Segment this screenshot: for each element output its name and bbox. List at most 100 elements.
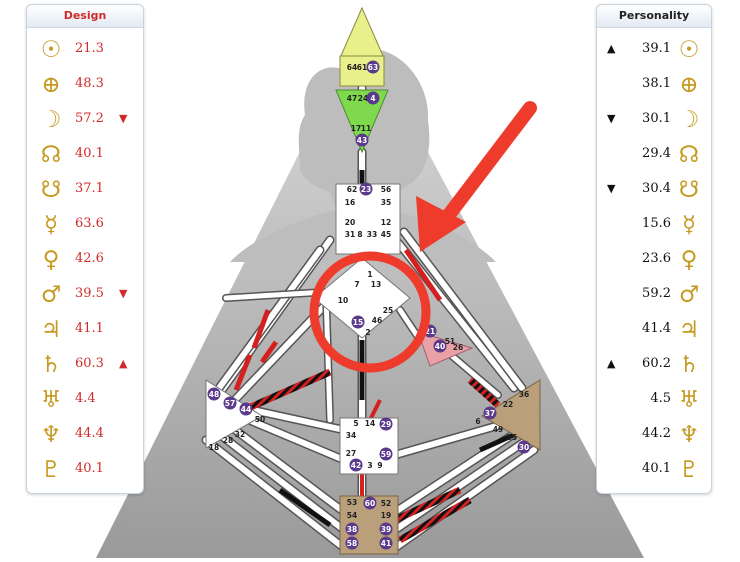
- gate-label: 27: [346, 449, 356, 458]
- design-row: ⊕48.3: [27, 68, 143, 103]
- design-row: ♇40.1: [27, 453, 143, 488]
- g-center: [313, 257, 411, 339]
- gate-label: 37: [485, 409, 495, 418]
- uranus-icon: ♅: [40, 387, 62, 413]
- gate-label: 61: [357, 63, 367, 72]
- gate-circle: [366, 60, 380, 74]
- gate-label: 45: [381, 230, 391, 239]
- gate-label: 18: [209, 443, 219, 452]
- mars-icon: ♂: [678, 282, 700, 308]
- mars-icon: ♂: [40, 282, 62, 308]
- personality-value: 30.1: [642, 111, 671, 126]
- personality-value: 38.1: [642, 76, 671, 91]
- gate-circle: [207, 387, 221, 401]
- gate-label: 8: [357, 230, 362, 239]
- uranus-icon: ♅: [678, 387, 700, 413]
- gate-circle: [345, 522, 359, 536]
- design-row: ☽57.2▼: [27, 103, 143, 138]
- design-row: ♄60.3▲: [27, 348, 143, 383]
- gate-label: 34: [346, 431, 356, 440]
- gate-label: 1: [367, 270, 372, 279]
- gate-circle: [345, 536, 359, 550]
- design-row: ♀42.6: [27, 243, 143, 278]
- gate-circle: [517, 440, 531, 454]
- design-row: ☉ 21.3: [27, 33, 143, 68]
- personality-value: 59.2: [642, 286, 671, 301]
- personality-value: 41.4: [642, 321, 671, 336]
- saturn-icon: ♄: [678, 352, 700, 378]
- gate-label: 22: [503, 400, 513, 409]
- gate-label: 31: [345, 230, 355, 239]
- gate-label: 62: [347, 185, 357, 194]
- design-value: 21.3: [75, 41, 104, 56]
- gate-label: 19: [381, 511, 391, 520]
- gate-label: 41: [381, 539, 391, 548]
- gate-label: 26: [453, 343, 463, 352]
- gate-label: 10: [338, 296, 348, 305]
- gate-label: 28: [223, 436, 233, 445]
- north-node-icon: ☊: [678, 142, 700, 168]
- gate-label: 6: [475, 417, 480, 426]
- activations: [233, 100, 522, 544]
- design-value: 44.4: [75, 426, 104, 441]
- personality-value: 15.6: [642, 216, 671, 231]
- personality-row: ♄60.2▲: [597, 348, 711, 383]
- gate-label: 56: [381, 185, 391, 194]
- neptune-icon: ♆: [678, 422, 700, 448]
- gate-label: 12: [381, 218, 391, 227]
- personality-row: ♆44.2: [597, 418, 711, 453]
- gate-label: 21: [425, 327, 435, 336]
- venus-icon: ♀: [42, 247, 60, 273]
- gate-label: 2: [365, 328, 370, 337]
- gate-label: 52: [381, 499, 391, 508]
- channels: [201, 83, 539, 553]
- gate-label: 44: [241, 405, 251, 414]
- personality-value: 4.5: [650, 391, 671, 406]
- jupiter-icon: ♃: [40, 317, 62, 343]
- design-row: ☊40.1: [27, 138, 143, 173]
- exalted-marker: ▲: [119, 357, 128, 370]
- mercury-icon: ☿: [43, 212, 59, 238]
- gate-label: 29: [381, 420, 391, 429]
- gate-label: 47: [347, 94, 357, 103]
- design-panel: Design ☉21.3⊕48.3☽57.2▼☊40.1☋37.1☿63.6♀4…: [26, 4, 144, 494]
- personality-row: ♃41.4: [597, 313, 711, 348]
- gate-circle: [379, 522, 393, 536]
- gate-label: 17: [351, 124, 361, 133]
- solar-plexus-center: [481, 379, 541, 451]
- gate-label: 9: [377, 461, 382, 470]
- sun-icon: ☉: [678, 37, 700, 63]
- design-row: ♅ 4.4: [27, 383, 143, 418]
- personality-row: ☊29.4: [597, 138, 711, 173]
- gate-label: 49: [493, 425, 503, 434]
- gate-circle: [433, 339, 447, 353]
- design-value: 57.2: [75, 111, 104, 126]
- personality-value: 40.1: [642, 461, 671, 476]
- gate-label: 39: [381, 525, 391, 534]
- gate-label: 59: [381, 450, 391, 459]
- gate-label: 33: [367, 230, 377, 239]
- gate-label: 16: [345, 198, 355, 207]
- personality-row: ⊕38.1: [597, 68, 711, 103]
- gate-circle: [351, 315, 365, 329]
- personality-row: ☿15.6: [597, 208, 711, 243]
- gate-label: 25: [383, 306, 393, 315]
- gate-label: 64: [347, 63, 357, 72]
- personality-value: 30.4: [642, 181, 671, 196]
- personality-row: ♅ 4.5: [597, 383, 711, 418]
- design-value: 63.6: [75, 216, 104, 231]
- gate-label: 23: [361, 185, 371, 194]
- gate-label: 7: [354, 280, 359, 289]
- gate-label: 60: [365, 499, 375, 508]
- venus-icon: ♀: [680, 247, 698, 273]
- pluto-icon: ♇: [678, 457, 700, 483]
- ajna-center: [335, 89, 389, 154]
- gate-label: 50: [255, 415, 265, 424]
- saturn-icon: ♄: [40, 352, 62, 378]
- design-value: 4.4: [75, 391, 96, 406]
- personality-row: ☽30.1▼: [597, 103, 711, 138]
- gate-label: 13: [371, 280, 381, 289]
- gate-label: 54: [347, 511, 357, 520]
- sun-icon: ☉: [40, 37, 62, 63]
